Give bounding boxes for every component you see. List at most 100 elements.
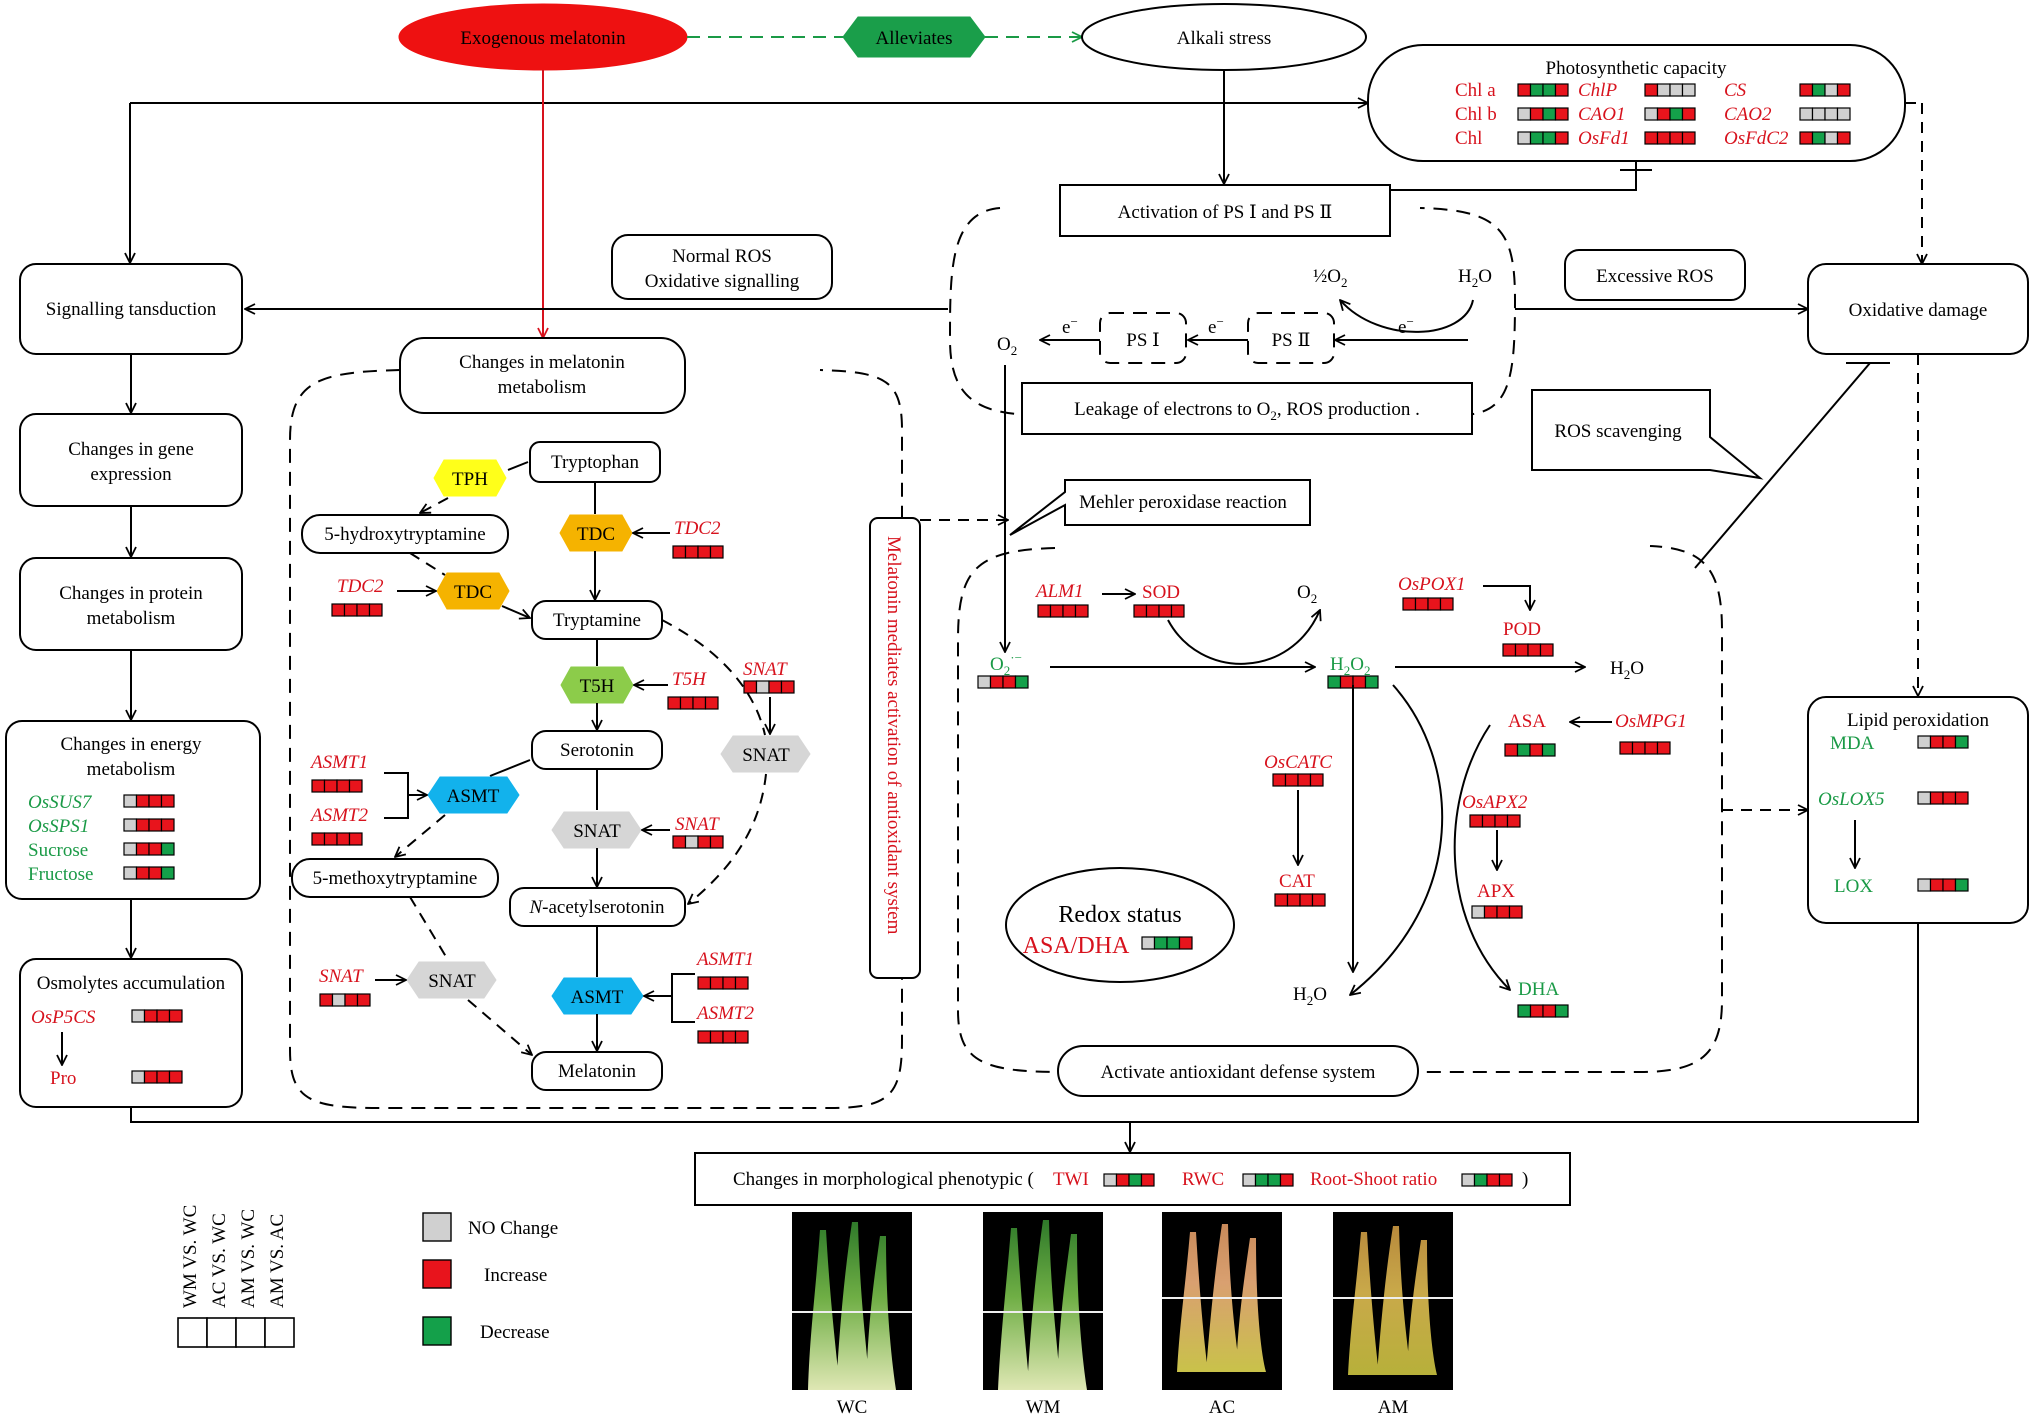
alkali-label: Alkali stress <box>1177 28 1271 49</box>
change-cell <box>1681 131 1696 145</box>
change-cell <box>672 835 687 849</box>
change-cell <box>1502 643 1517 657</box>
change-cell <box>1498 1173 1513 1187</box>
change-cell <box>1037 604 1052 618</box>
mediates-box <box>869 517 921 979</box>
dha-cells <box>1517 1004 1569 1018</box>
energy-line2: metabolism <box>87 759 176 780</box>
change-cell <box>1644 107 1659 121</box>
sod-o2-arc <box>1167 610 1320 665</box>
change-cell <box>1541 743 1556 757</box>
change-cell <box>684 545 699 559</box>
change-cell <box>722 976 737 990</box>
photo-wm-label: WM <box>1026 1397 1061 1416</box>
change-cell <box>148 818 163 832</box>
change-cell <box>331 603 346 617</box>
ps1-label: PS Ⅰ <box>1126 330 1159 351</box>
asmt-shape-left <box>427 776 520 814</box>
anti-h2o-top: H2O <box>1610 658 1644 682</box>
mel-gene-bar <box>311 779 363 793</box>
change-cell <box>722 1030 737 1044</box>
change-cell <box>1824 107 1839 121</box>
change-cell <box>1631 741 1646 755</box>
tdc-shape-b <box>436 572 510 610</box>
e-label-2: e− <box>1208 314 1224 338</box>
e-label-3: e− <box>1398 314 1414 338</box>
change-cell <box>1929 791 1944 805</box>
legend-cell-1 <box>177 1317 208 1348</box>
mel-gene-label: SNAT <box>319 966 364 987</box>
photo-am-label: AM <box>1378 1397 1409 1416</box>
snat-enzyme-mid: SNAT <box>551 811 642 849</box>
change-cell <box>168 1070 183 1084</box>
photo-title: Photosynthetic capacity <box>1546 58 1727 79</box>
energy-item-label: Fructose <box>28 864 93 885</box>
change-cell <box>323 779 338 793</box>
melatonin-metabolism-region <box>289 369 903 1109</box>
change-cell <box>1644 83 1659 97</box>
photo-item-label: Chl <box>1455 128 1482 149</box>
serotonin-label: Serotonin <box>560 740 634 761</box>
mel-gene-bar <box>672 545 724 559</box>
protein-box <box>19 557 243 651</box>
cat-cells <box>1274 893 1326 907</box>
snat-label-low: SNAT <box>428 971 476 992</box>
change-cell <box>1267 1173 1282 1187</box>
snat-enzyme-low: SNAT <box>406 961 497 999</box>
asmt-left-bracket <box>384 772 409 819</box>
mel-title-line2: metabolism <box>498 377 587 398</box>
lipid-title: Lipid peroxidation <box>1847 710 1989 731</box>
rwc-cells <box>1242 1173 1294 1187</box>
change-cell <box>1311 893 1326 907</box>
change-cell <box>704 696 719 710</box>
legend-comp-2: AC VS. WC <box>209 1213 230 1308</box>
exogenous-melatonin-node: Exogenous melatonin <box>398 3 688 71</box>
melatonin-product-label: Melatonin <box>558 1061 637 1082</box>
change-cell <box>135 818 150 832</box>
activate-label: Activate antioxidant defense system <box>1101 1062 1376 1083</box>
anti-o2-label: O2 <box>1297 582 1317 606</box>
tph-to-hydroxy <box>420 497 449 513</box>
snat-shape-mid <box>551 811 642 849</box>
change-cell <box>1836 83 1851 97</box>
change-cell <box>123 794 138 808</box>
acetylserotonin-label: N-acetylserotonin <box>528 897 665 918</box>
photo-am-plants <box>1348 1226 1437 1375</box>
tdc-shape-a <box>559 514 633 552</box>
methoxy-to-snat <box>409 896 449 961</box>
mda-label: MDA <box>1830 733 1875 754</box>
legend-comparison-labels: WM VS. WC AC VS. WC AM VS. WC AM VS. AC <box>180 1205 288 1308</box>
methoxy-box <box>291 858 499 898</box>
anti-h2o-bottom: H2O <box>1293 984 1327 1008</box>
change-cell <box>160 818 175 832</box>
osmpg1-bar <box>1619 741 1671 755</box>
change-cell <box>1402 597 1417 611</box>
bottom-connector <box>130 923 1919 1123</box>
osmpg1-cells <box>1619 741 1671 755</box>
change-cell <box>168 1009 183 1023</box>
change-cell <box>1824 131 1839 145</box>
energy-box <box>5 720 261 900</box>
tdc-label-b: TDC <box>454 582 492 603</box>
change-cell <box>1917 878 1932 892</box>
hydroxy-box <box>301 514 509 554</box>
change-cell <box>1681 107 1696 121</box>
change-cell <box>1554 131 1569 145</box>
change-cell <box>1669 107 1684 121</box>
snat-shape-right <box>720 735 811 773</box>
mel-gene-bar <box>697 1030 749 1044</box>
change-cell <box>1352 675 1367 689</box>
superoxide-bar <box>977 675 1029 689</box>
asmt-label-right: ASMT <box>571 987 624 1008</box>
change-cell <box>123 842 138 856</box>
change-cell <box>135 794 150 808</box>
water-split-arrow <box>1340 300 1474 333</box>
change-cell <box>156 1070 171 1084</box>
asa-curve-to-dha <box>1453 724 1510 990</box>
change-cell <box>697 545 712 559</box>
change-cell <box>1917 735 1932 749</box>
change-cell <box>1799 83 1814 97</box>
change-cell <box>148 866 163 880</box>
